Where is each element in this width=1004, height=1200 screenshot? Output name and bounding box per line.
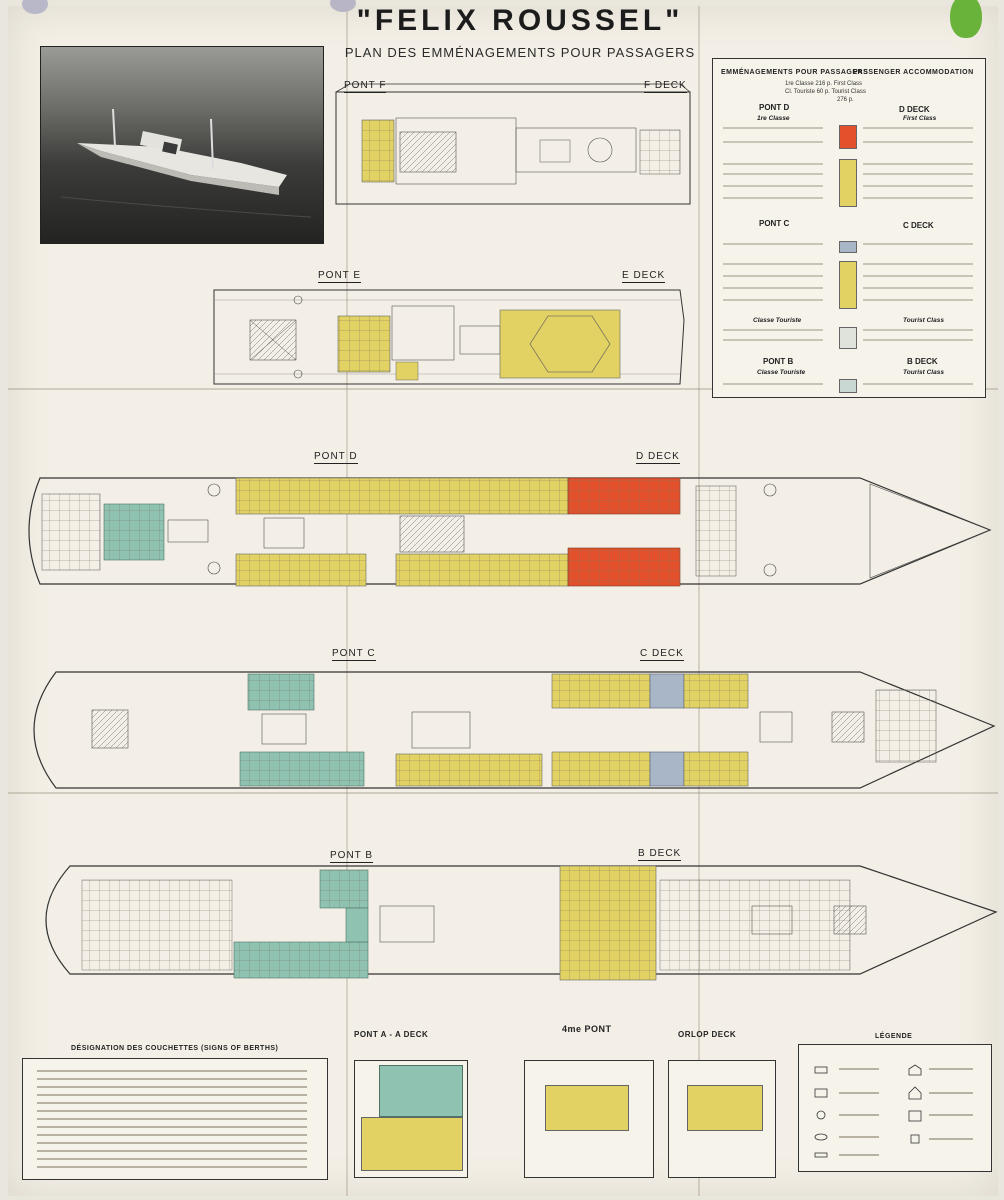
legend-first-fr: 1re Classe (757, 115, 790, 122)
ship-photo-illustration (60, 108, 312, 218)
legende-title: LÉGENDE (875, 1033, 913, 1040)
deck-c-plan (33, 671, 996, 789)
deck-label-b-deck: B DECK (638, 848, 682, 861)
legend-first-en: First Class (903, 115, 937, 122)
pin-icon (330, 0, 356, 12)
legend-tourist-class-b: Tourist Class (903, 369, 944, 376)
fold-line (698, 6, 700, 1196)
fold-line (8, 792, 998, 794)
orlop-deck-title: ORLOP DECK (678, 1030, 737, 1039)
fourth-deck-title: 4me PONT (562, 1024, 612, 1034)
deck-label-e-deck: E DECK (622, 270, 666, 283)
legend-heading-fr: EMMÉNAGEMENTS POUR PASSAGERS (721, 69, 869, 76)
deck-label-f-deck: F DECK (644, 80, 687, 93)
swatch-first-yellow-c (839, 261, 857, 309)
deck-f-plan (335, 83, 691, 205)
deck-label-pont-b: PONT B (330, 850, 374, 863)
deck-label-c-deck: C DECK (640, 648, 684, 661)
deck-label-pont-d: PONT D (314, 451, 358, 464)
fold-line (8, 388, 998, 390)
swatch-tourist-b (839, 379, 857, 393)
berths-title: DÉSIGNATION DES COUCHETTES (SIGNS OF BER… (71, 1045, 279, 1052)
symbols-legend-box: LÉGENDE (798, 1033, 992, 1172)
swatch-blue-grey (839, 241, 857, 253)
pont-a-title: PONT A - A DECK (354, 1030, 429, 1039)
deck-e-plan (213, 289, 685, 385)
poster-title: "FELIX ROUSSEL" (356, 4, 684, 37)
orlop-deck-plan (668, 1060, 776, 1178)
legend-pont-c: PONT C (759, 219, 790, 228)
legend-c-deck: C DECK (903, 221, 934, 230)
pin-icon (22, 0, 48, 14)
deck-label-d-deck: D DECK (636, 451, 680, 464)
berths-lines (37, 1070, 307, 1168)
deck-label-pont-f: PONT F (344, 80, 387, 93)
swatch-tourist-pale (839, 327, 857, 349)
deck-b-plan (45, 865, 998, 981)
legend-pont-d: PONT D (759, 103, 790, 112)
legend-first-count: 1re Classe 216 p. First Class (785, 81, 863, 87)
pont-a-plan (354, 1060, 468, 1178)
legend-classe-touriste-b: Classe Touriste (757, 369, 806, 376)
poster-subtitle: PLAN DES EMMÉNAGEMENTS POUR PASSAGERS (344, 45, 696, 60)
deck-label-pont-e: PONT E (318, 270, 362, 283)
fold-line (346, 6, 348, 1196)
pin-icon (950, 0, 982, 38)
swatch-first-yellow (839, 159, 857, 207)
legend-d-deck: D DECK (899, 105, 930, 114)
legend-classe-touriste: Classe Touriste (753, 317, 802, 324)
legend-total: 276 p. (837, 97, 854, 103)
legend-tourist-count: Cl. Touriste 60 p. Tourist Class (785, 89, 866, 95)
deck-label-pont-c: PONT C (332, 648, 376, 661)
accommodation-legend: EMMÉNAGEMENTS POUR PASSAGERS PASSENGER A… (712, 58, 986, 398)
legend-pont-b: PONT B (763, 357, 794, 366)
legend-b-deck: B DECK (907, 357, 938, 366)
legend-heading-en: PASSENGER ACCOMMODATION (853, 69, 974, 76)
legend-tourist-class: Tourist Class (903, 317, 944, 324)
swatch-suite-red (839, 125, 857, 149)
fourth-deck-plan (524, 1060, 654, 1178)
ship-photo (40, 46, 324, 244)
deck-d-plan (28, 477, 992, 587)
berths-designation-box: DÉSIGNATION DES COUCHETTES (SIGNS OF BER… (22, 1045, 328, 1180)
legend-symbols (814, 1064, 973, 1158)
